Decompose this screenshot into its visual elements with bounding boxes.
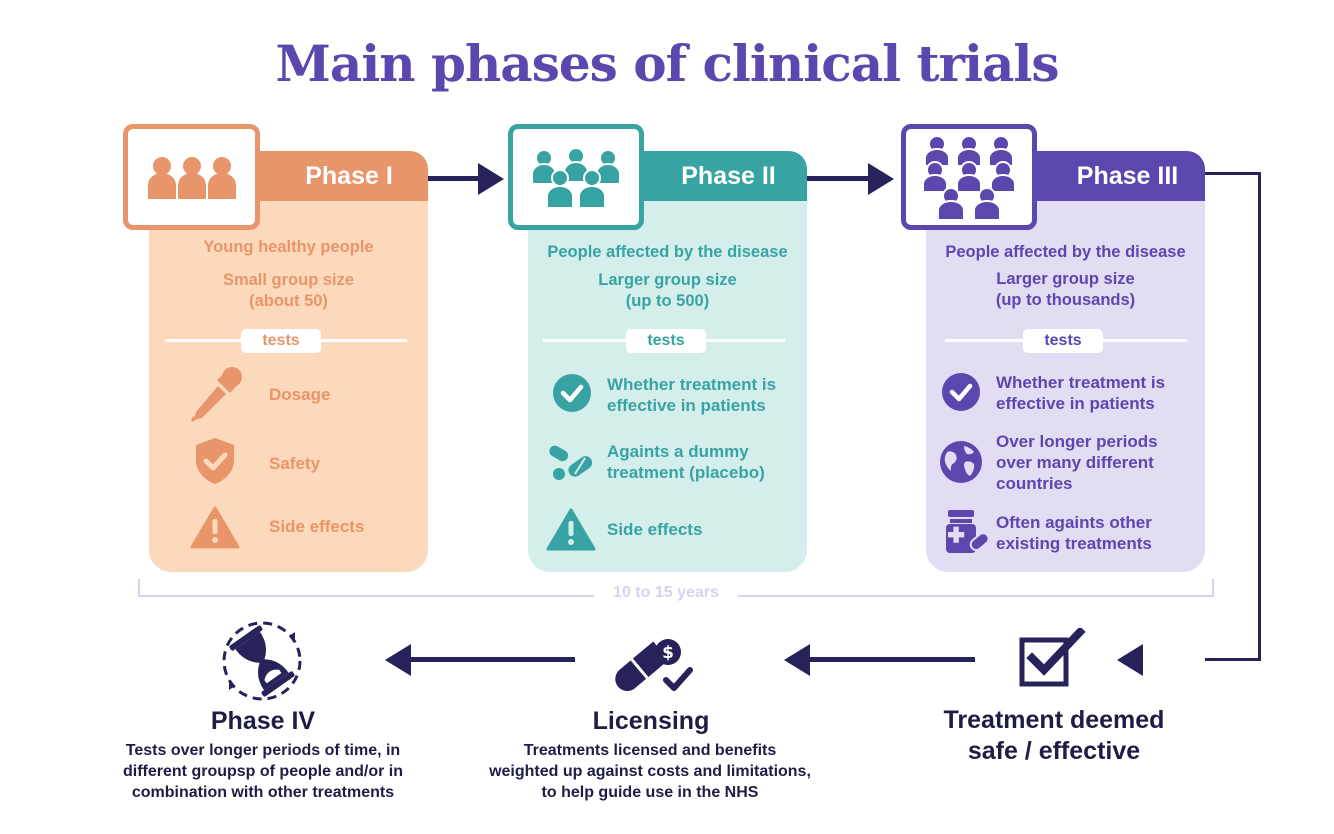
warning-icon — [546, 508, 596, 551]
treatment-deemed-line-1: Treatment deemed — [943, 706, 1165, 734]
licensing-description: Treatments licensed and benefits weighte… — [460, 740, 840, 803]
connector-phase3-down — [1205, 172, 1261, 661]
pills-icon — [549, 445, 593, 480]
phase-1-tests-label: tests — [241, 329, 321, 353]
phase-3-test-effective: Whether treatment is effective in patien… — [996, 373, 1166, 413]
phase-3-tab: Phase III — [1020, 151, 1205, 201]
phase-3-tests-label: tests — [1023, 329, 1103, 353]
medicine-bottle-icon — [946, 510, 990, 553]
hourglass-icon — [222, 621, 302, 701]
arrow-phase1-to-phase2-line — [428, 176, 484, 181]
phase-2-line-population: People affected by the disease — [547, 243, 788, 261]
phase-4-desc-line-2: different groupsp of people and/or in — [123, 763, 403, 780]
phase-4-desc-line-3: combination with other treatments — [131, 784, 395, 801]
phase-1-line-count: (about 50) — [249, 292, 328, 310]
arrow-left-icon — [1117, 644, 1143, 676]
treatment-deemed-line-2: safe / effective — [967, 737, 1141, 765]
treatment-deemed-title: Treatment deemed safe / effective — [904, 705, 1204, 767]
shield-check-icon — [196, 438, 234, 484]
phase-3-line-population: People affected by the disease — [945, 243, 1186, 261]
people-group-icon — [531, 147, 621, 208]
arrow-left-icon — [784, 644, 810, 676]
licensing-title: Licensing — [592, 707, 710, 735]
phase-1-icon-box — [123, 124, 260, 230]
arrow-left-icon — [385, 644, 411, 676]
svg-text:$: $ — [662, 643, 674, 663]
phase-2-title: Phase II — [681, 161, 776, 190]
phase-2-line-size: Larger group size — [598, 271, 737, 289]
arrow-phase2-to-phase3-line — [807, 176, 871, 181]
phase-3-test-countries: Over longer periods over many different … — [996, 432, 1158, 493]
people-three-icon — [147, 157, 236, 199]
phase-1-line-size: Small group size — [222, 271, 355, 289]
warning-icon — [190, 506, 240, 549]
phase-2-description: People affected by the disease Larger gr… — [528, 242, 807, 312]
phase-3-test-existing: Often againts other existing treatments — [996, 513, 1152, 553]
arrow-licensing-to-phase4-line — [405, 657, 575, 662]
check-circle-icon — [553, 374, 591, 412]
phase-2-test-effective: Whether treatment is effective in patien… — [607, 375, 777, 415]
phase-1-title: Phase I — [305, 161, 393, 190]
licensing-desc-line-3: to help guide use in the NHS — [541, 784, 759, 801]
arrow-right-icon — [478, 163, 504, 195]
phase-2-icon-box — [508, 124, 644, 230]
licensing-desc-line-1: Treatments licensed and benefits — [523, 742, 777, 759]
timeline-label: 10 to 15 years — [594, 584, 738, 602]
licensing-desc-line-2: weighted up against costs and limitation… — [489, 763, 811, 780]
phase-4-description: Tests over longer periods of time, in di… — [83, 740, 443, 803]
page-title: Main phases of clinical trials — [275, 34, 1060, 93]
phase-2-test-placebo: Againts a dummy treatment (placebo) — [607, 442, 765, 482]
dropper-icon — [191, 367, 242, 422]
arrow-treatment-to-licensing-line — [805, 657, 975, 662]
checkbox-icon — [1019, 628, 1086, 687]
phase-2-tests-label: tests — [626, 329, 706, 353]
people-crowd-icon — [922, 135, 1016, 220]
phase-2-tab: Phase II — [620, 151, 807, 201]
phase-1-test-safety: Safety — [269, 454, 321, 473]
check-circle-icon — [942, 373, 980, 411]
phase-3-line-size: Larger group size — [996, 270, 1135, 288]
phase-1-tab: Phase I — [240, 151, 428, 201]
phase-1-line-population: Young healthy people — [203, 238, 374, 256]
phase-4-title: Phase IV — [210, 707, 316, 735]
phase-2-test-side-effects: Side effects — [607, 520, 703, 539]
phase-1-description: Young healthy people Small group size (a… — [149, 237, 428, 312]
phase-1-test-dosage: Dosage — [269, 385, 331, 404]
phase-1-test-side-effects: Side effects — [269, 517, 365, 536]
phase-3-icon-box — [901, 124, 1037, 230]
phase-3-title: Phase III — [1076, 161, 1179, 190]
phase-2-line-count: (up to 500) — [625, 292, 710, 310]
phase-3-description: People affected by the disease Larger gr… — [926, 242, 1205, 311]
phase-4-desc-line-1: Tests over longer periods of time, in — [125, 742, 401, 759]
phase-3-line-count: (up to thousands) — [995, 291, 1136, 309]
globe-icon — [940, 441, 982, 483]
arrow-right-icon — [868, 163, 894, 195]
licensed-pill-icon: $ — [615, 639, 693, 691]
